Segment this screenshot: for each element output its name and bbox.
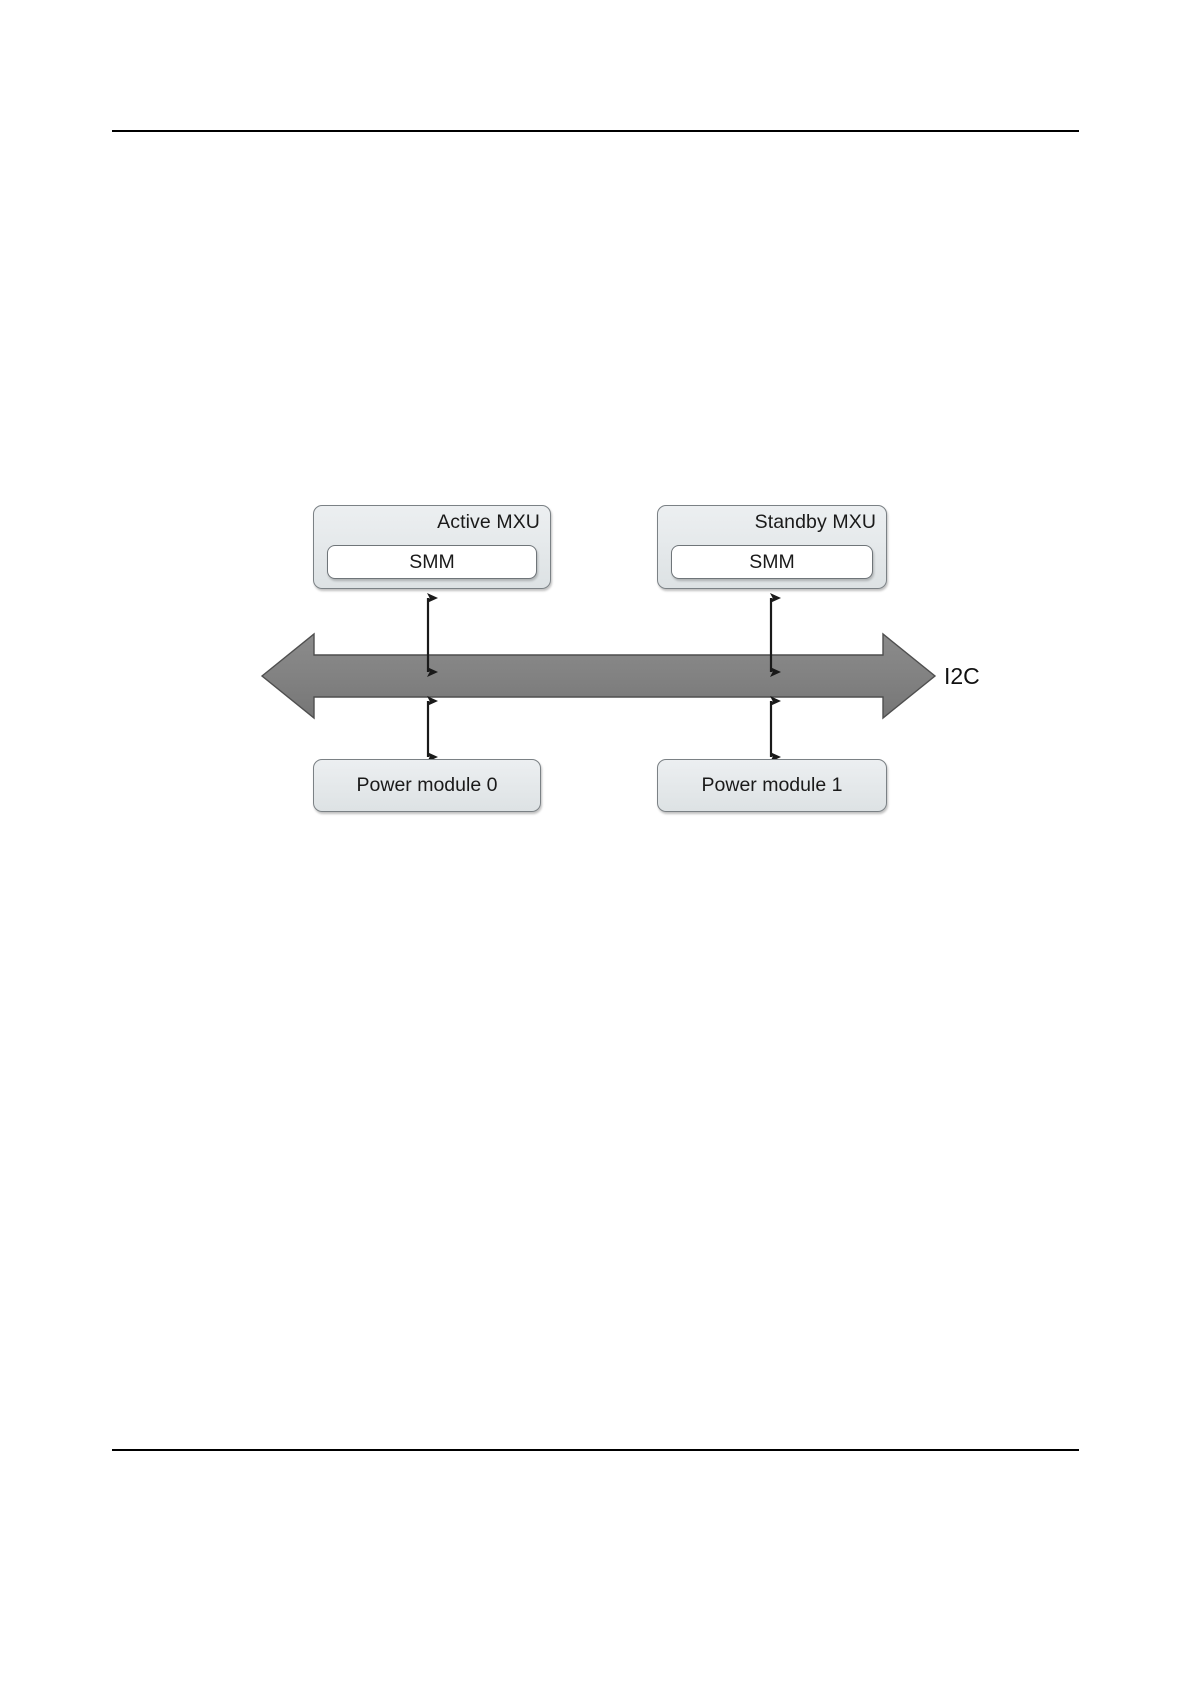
power-module-0: Power module 0 [313, 759, 541, 812]
active-mxu-title: Active MXU [437, 511, 540, 533]
page-footer-rule [112, 1449, 1079, 1451]
standby-mxu-smm-label: SMM [749, 550, 795, 573]
i2c-bus-label: I2C [944, 663, 980, 689]
module-active-mxu: Active MXU SMM [313, 505, 551, 589]
standby-mxu-title: Standby MXU [754, 511, 876, 533]
standby-mxu-smm-box: SMM [671, 545, 873, 579]
power-module-1-label: Power module 1 [701, 774, 843, 796]
module-standby-mxu: Standby MXU SMM [657, 505, 887, 589]
active-mxu-smm-box: SMM [327, 545, 537, 579]
power-module-0-label: Power module 0 [356, 774, 498, 796]
active-mxu-smm-label: SMM [409, 550, 455, 573]
i2c-bus-arrow [260, 632, 937, 720]
page-header-rule [112, 130, 1079, 132]
power-module-1: Power module 1 [657, 759, 887, 812]
